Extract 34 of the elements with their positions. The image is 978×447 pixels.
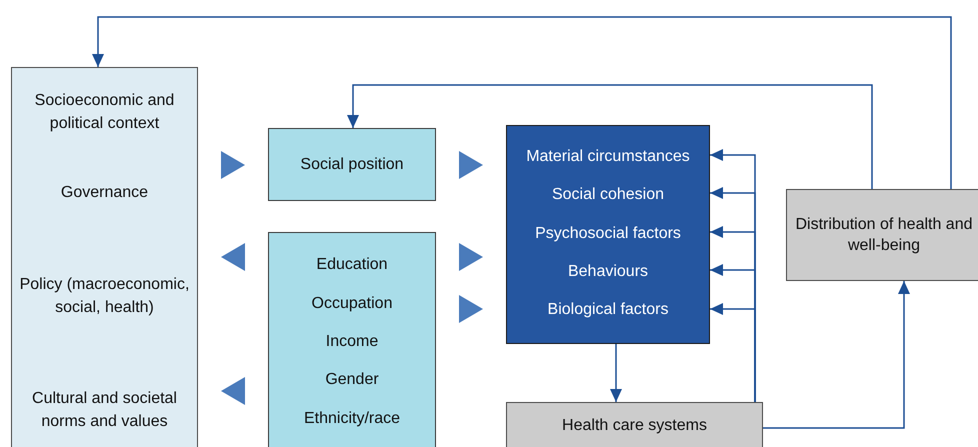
node-text: Behaviours [566, 262, 650, 282]
node-text: Distribution of health and well-being [794, 215, 974, 256]
arrow [347, 84, 873, 189]
node-text: Biological factors [546, 300, 670, 320]
node-text: Material circumstances [525, 147, 691, 167]
arrow [92, 16, 952, 189]
arrow [221, 151, 245, 179]
node-text: Policy (macroeconomic, social, health) [18, 275, 190, 318]
arrow [710, 303, 756, 402]
node-text: Ethnicity/race [302, 409, 402, 429]
node-text: Social position [299, 154, 405, 174]
process-box [506, 402, 763, 447]
node-text: Psychosocial factors [534, 224, 682, 244]
node-text: Social cohesion [550, 185, 666, 205]
context-box [11, 67, 198, 447]
arrow [610, 344, 622, 402]
arrow [763, 281, 910, 429]
arrow [459, 243, 483, 271]
arrow [459, 295, 483, 323]
arrow [221, 377, 245, 405]
node-text: Gender [324, 370, 380, 390]
process-box [268, 128, 436, 201]
arrow [221, 243, 245, 271]
process-box [506, 125, 710, 344]
outcome-box [786, 189, 978, 281]
process-box [268, 232, 436, 447]
node-text: Socioeconomic and political context [34, 91, 176, 134]
node-text: Income [324, 332, 380, 352]
arrow [459, 151, 483, 179]
node-text: Education [315, 255, 389, 275]
node-text: Occupation [310, 294, 394, 314]
node-text: Governance [60, 183, 150, 203]
node-text: Health care systems [561, 416, 708, 436]
node-text: Cultural and societal norms and values [31, 389, 178, 432]
